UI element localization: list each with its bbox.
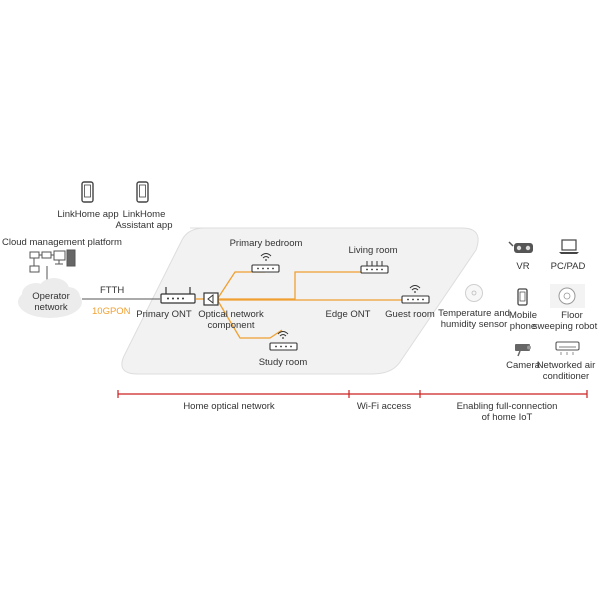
gpon-label: 10GPON (92, 306, 131, 317)
floor-robot-label-2: sweeping robot (533, 321, 598, 332)
edge-ont-label: Edge ONT (326, 309, 371, 320)
section-home-optical-label: Home optical network (183, 401, 275, 412)
optical-component-label-1: Optical network (198, 309, 264, 320)
linkhome-assistant-label-1: LinkHome (123, 209, 166, 220)
guest-room-label: Guest room (385, 309, 435, 320)
sensor-label-2: humidity sensor (441, 319, 508, 330)
operator-network-cloud (18, 278, 82, 318)
air-conditioner-label-1: Networked air (537, 360, 596, 371)
home-panel (121, 227, 479, 375)
section-iot-label-2: of home IoT (482, 412, 533, 423)
living-room-label: Living room (348, 245, 397, 256)
linkhome-app-phone-icon (81, 181, 94, 203)
cloud-platform-servers-icon (29, 249, 76, 273)
mobile-label-1: Mobile (509, 310, 537, 321)
mobile-label-2: phone (510, 321, 536, 332)
camera-label: Camera (506, 360, 541, 371)
mobile-phone-icon (517, 288, 528, 306)
study-room-router-icon (269, 331, 298, 351)
vr-label: VR (516, 261, 529, 272)
primary-ont-label: Primary ONT (136, 309, 192, 320)
operator-network-label-2: network (34, 302, 68, 313)
cloud-platform-label: Cloud management platform (2, 237, 122, 248)
air-conditioner-label-2: conditioner (543, 371, 589, 382)
operator-network-label-1: Operator (32, 291, 70, 302)
primary-bedroom-label: Primary bedroom (230, 238, 303, 249)
section-divider (117, 390, 588, 398)
linkhome-app-label: LinkHome app (57, 209, 118, 220)
linkhome-assistant-label-2: Assistant app (115, 220, 172, 231)
primary-bedroom-router-icon (251, 253, 280, 273)
sweeping-robot-icon (550, 284, 585, 308)
guest-room-router-icon (401, 285, 430, 304)
air-conditioner-icon (555, 341, 580, 355)
linkhome-assistant-phone-icon (136, 181, 149, 203)
laptop-icon (559, 239, 579, 254)
sensor-label-1: Temperature and (438, 308, 510, 319)
fiber-lines (196, 271, 402, 339)
primary-ont-icon (160, 287, 196, 304)
optical-component-icon (203, 292, 219, 306)
ftth-label: FTTH (100, 285, 124, 296)
section-wifi-access-label: Wi-Fi access (357, 401, 412, 412)
vr-headset-icon (508, 241, 533, 253)
floor-robot-label-1: Floor (561, 310, 583, 321)
study-room-label: Study room (259, 357, 308, 368)
section-iot-label-1: Enabling full-connection (457, 401, 558, 412)
living-room-router-icon (360, 261, 389, 274)
optical-component-label-2: component (207, 320, 254, 331)
camera-icon (515, 344, 531, 357)
temperature-sensor-icon (465, 284, 483, 302)
pc-pad-label: PC/PAD (551, 261, 586, 272)
